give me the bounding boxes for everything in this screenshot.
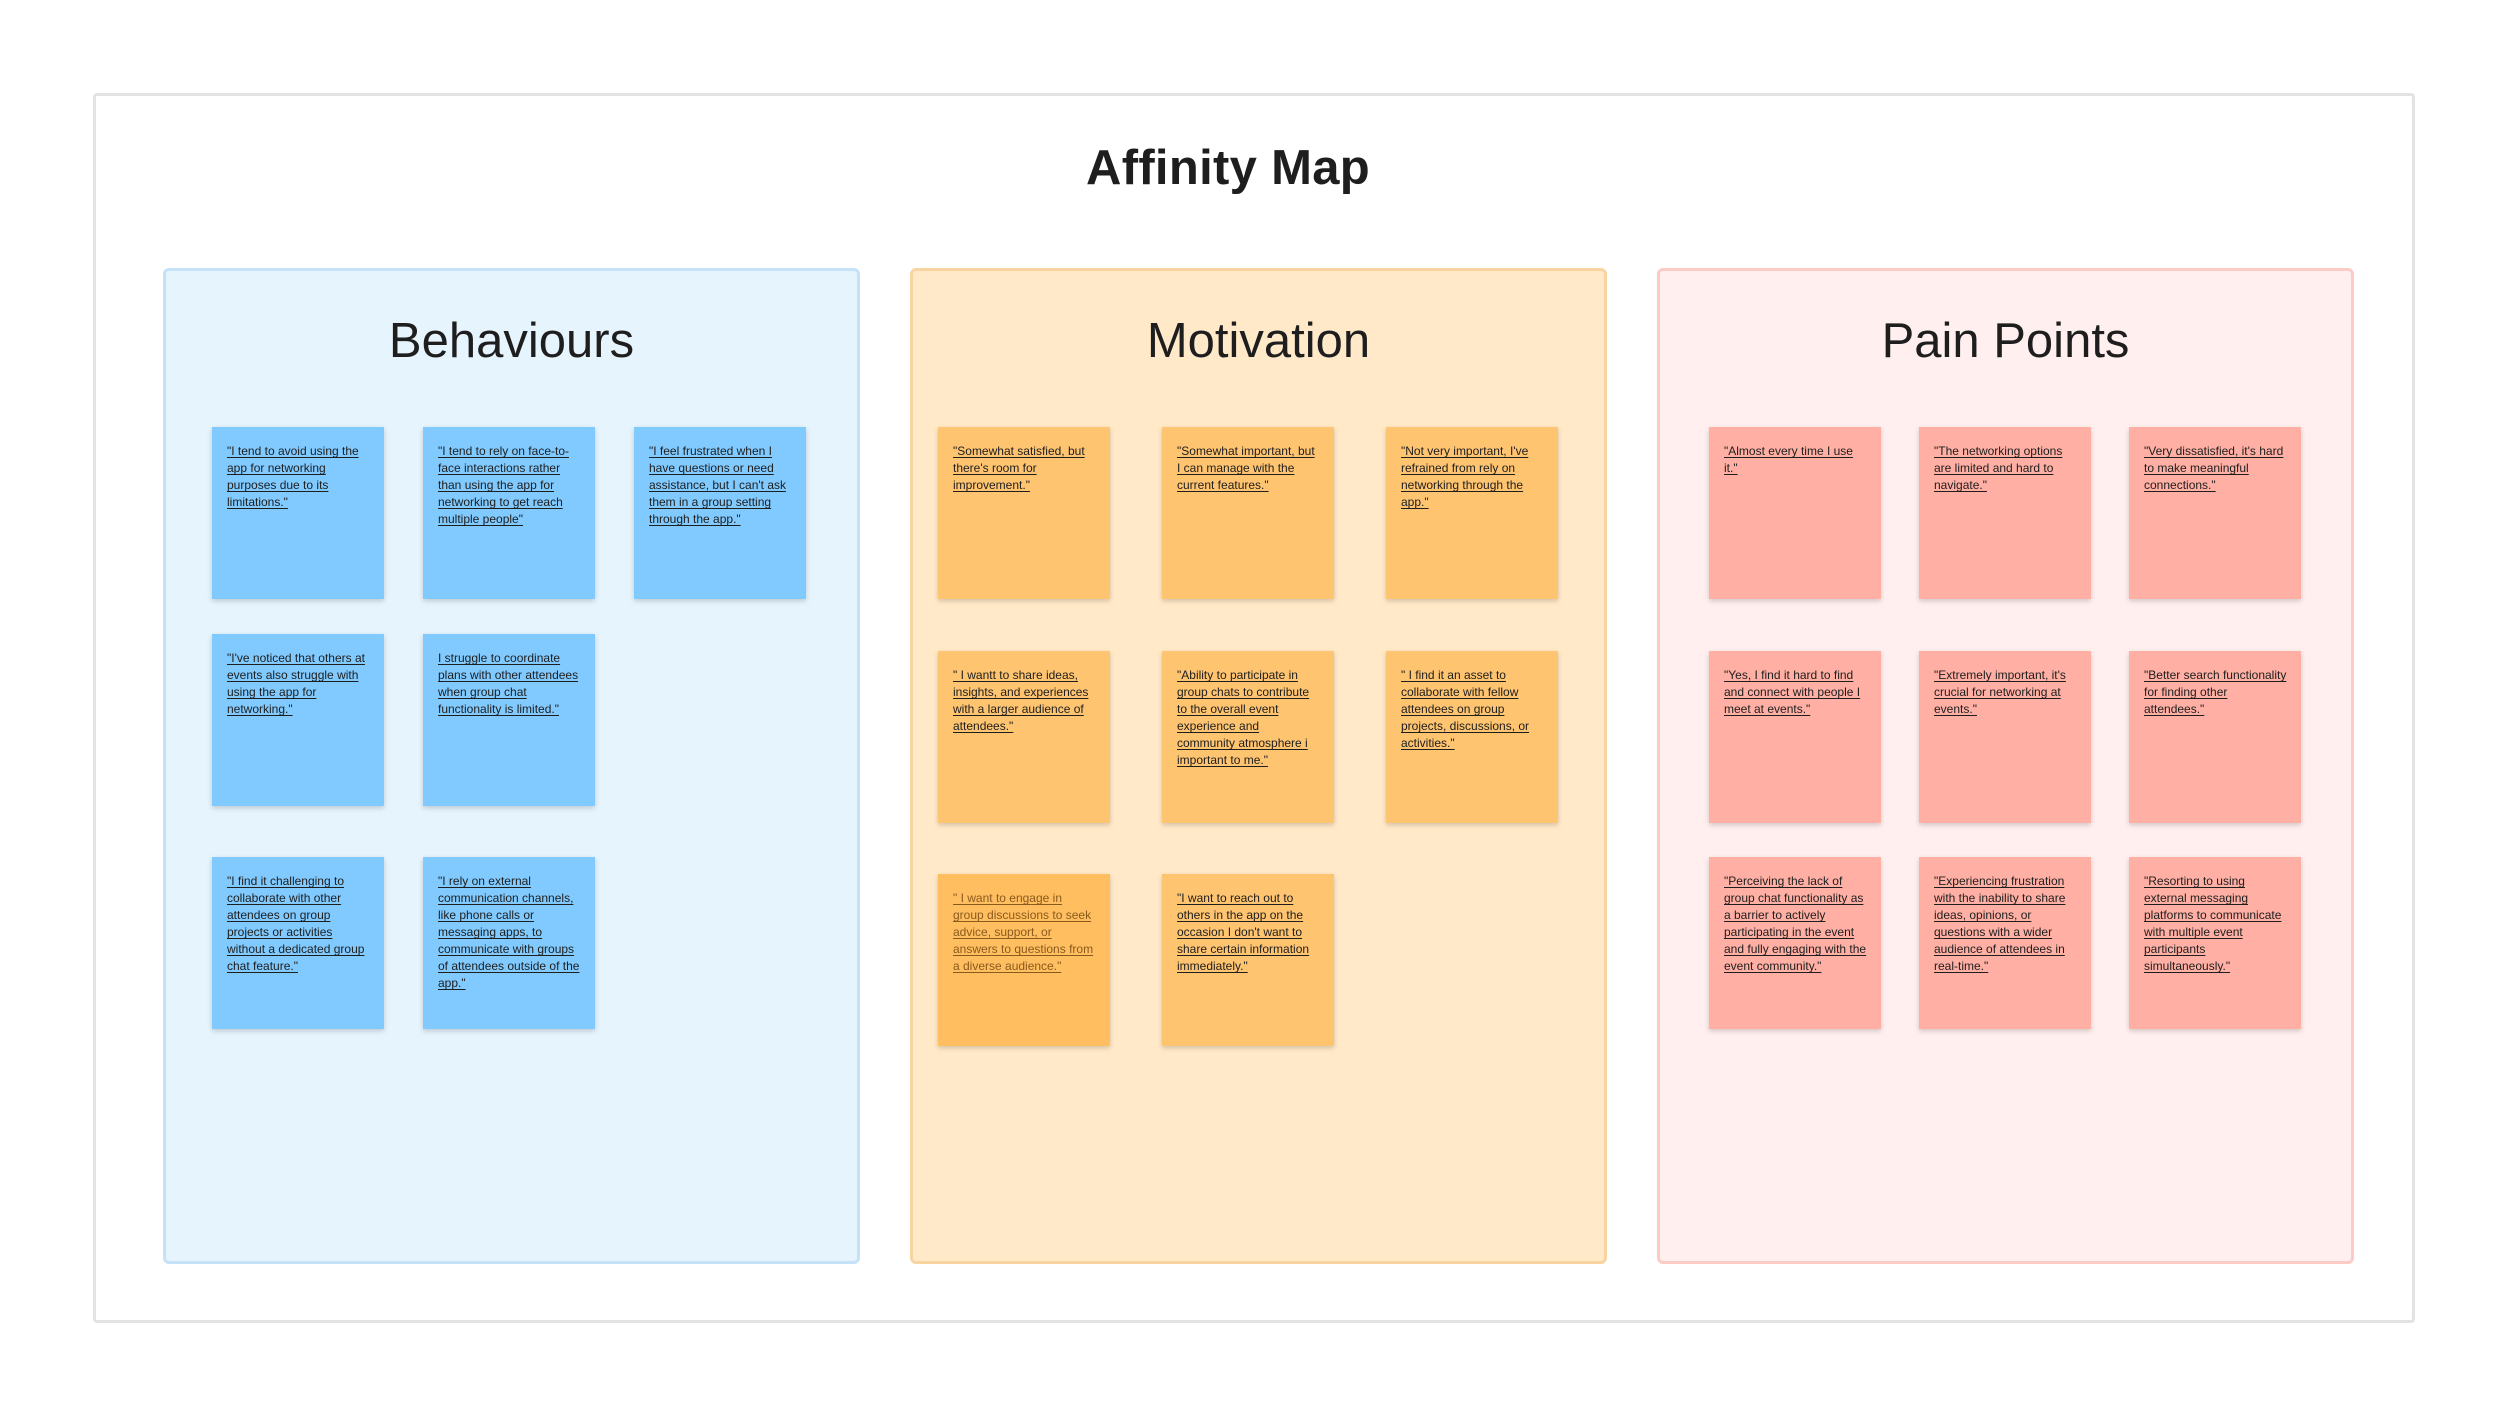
sticky-note-text: "Perceiving the lack of group chat funct… [1724, 874, 1867, 973]
sticky-note-text: "Somewhat important, but I can manage wi… [1177, 444, 1315, 492]
sticky-note[interactable]: "Somewhat important, but I can manage wi… [1162, 427, 1334, 599]
sticky-note-text: "The networking options are limited and … [1934, 444, 2063, 492]
sticky-note[interactable]: I struggle to coordinate plans with othe… [423, 634, 595, 806]
sticky-note[interactable]: "Ability to participate in group chats t… [1162, 651, 1334, 823]
sticky-note-text: "I've noticed that others at events also… [227, 651, 365, 716]
sticky-note[interactable]: "Better search functionality for finding… [2129, 651, 2301, 823]
sticky-note[interactable]: "Extremely important, it's crucial for n… [1919, 651, 2091, 823]
sticky-note[interactable]: "I feel frustrated when I have questions… [634, 427, 806, 599]
sticky-note[interactable]: " I wantt to share ideas, insights, and … [938, 651, 1110, 823]
sticky-note-text: "I find it challenging to collaborate wi… [227, 874, 365, 973]
sticky-note[interactable]: "Almost every time I use it." [1709, 427, 1881, 599]
sticky-note-text: "Almost every time I use it." [1724, 444, 1853, 475]
page-title: Affinity Map [1086, 141, 1370, 195]
sticky-note[interactable]: "Resorting to using external messaging p… [2129, 857, 2301, 1029]
sticky-note-text: "Very dissatisfied, it's hard to make me… [2144, 444, 2284, 492]
sticky-note[interactable]: "I find it challenging to collaborate wi… [212, 857, 384, 1029]
sticky-note[interactable]: "I've noticed that others at events also… [212, 634, 384, 806]
sticky-note[interactable]: "Somewhat satisfied, but there's room fo… [938, 427, 1110, 599]
sticky-note-text: "I feel frustrated when I have questions… [649, 444, 787, 526]
sticky-note[interactable]: "Very dissatisfied, it's hard to make me… [2129, 427, 2301, 599]
sticky-note[interactable]: "Perceiving the lack of group chat funct… [1709, 857, 1881, 1029]
sticky-note[interactable]: "I want to reach out to others in the ap… [1162, 874, 1334, 1046]
sticky-note[interactable]: "Not very important, I've refrained from… [1386, 427, 1558, 599]
sticky-note-text: "Yes, I find it hard to find and connect… [1724, 668, 1861, 716]
section-title-pain-points: Pain Points [1881, 314, 2130, 368]
sticky-note[interactable]: "I rely on external communication channe… [423, 857, 595, 1029]
sticky-note[interactable]: " I find it an asset to collaborate with… [1386, 651, 1558, 823]
sticky-note-text: " I want to engage in group discussions … [953, 891, 1094, 973]
sticky-note-text: "I want to reach out to others in the ap… [1177, 891, 1310, 973]
section-title-behaviours: Behaviours [388, 314, 635, 368]
sticky-note-text: "Better search functionality for finding… [2144, 668, 2287, 716]
sticky-note-text: "Ability to participate in group chats t… [1177, 668, 1310, 767]
sticky-note-text: "Not very important, I've refrained from… [1401, 444, 1529, 509]
sticky-note-text: "I tend to rely on face-to-face interact… [438, 444, 569, 526]
sticky-note-text: "Resorting to using external messaging p… [2144, 874, 2282, 973]
sticky-note[interactable]: "The networking options are limited and … [1919, 427, 2091, 599]
sticky-note-text: "I tend to avoid using the app for netwo… [227, 444, 359, 509]
sticky-note-text: "Extremely important, it's crucial for n… [1934, 668, 2066, 716]
sticky-note[interactable]: " I want to engage in group discussions … [938, 874, 1110, 1046]
sticky-note-text: " I find it an asset to collaborate with… [1401, 668, 1530, 750]
section-title-motivation: Motivation [1146, 314, 1371, 368]
sticky-note[interactable]: "I tend to avoid using the app for netwo… [212, 427, 384, 599]
sticky-note-text: I struggle to coordinate plans with othe… [438, 651, 579, 716]
sticky-note-text: "Experiencing frustration with the inabi… [1934, 874, 2066, 973]
sticky-note-text: "I rely on external communication channe… [438, 874, 580, 990]
sticky-note-text: " I wantt to share ideas, insights, and … [953, 668, 1089, 733]
sticky-note[interactable]: "Experiencing frustration with the inabi… [1919, 857, 2091, 1029]
sticky-note-text: "Somewhat satisfied, but there's room fo… [953, 444, 1085, 492]
sticky-note[interactable]: "I tend to rely on face-to-face interact… [423, 427, 595, 599]
sticky-note[interactable]: "Yes, I find it hard to find and connect… [1709, 651, 1881, 823]
